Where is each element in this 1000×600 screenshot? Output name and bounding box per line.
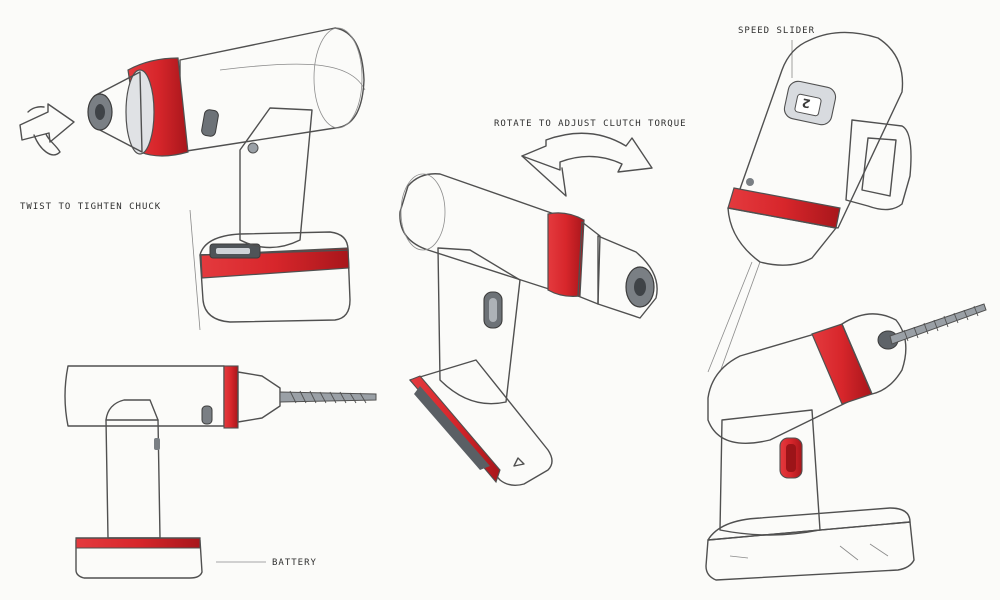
rotate-arrow-icon bbox=[521, 132, 653, 197]
drill-top-right bbox=[707, 31, 912, 373]
battery-label: Battery bbox=[272, 558, 317, 568]
drill-center bbox=[399, 132, 658, 487]
speed-slider-label: Speed slider bbox=[738, 26, 816, 36]
clutch-torque-label: Rotate to adjust clutch torque bbox=[494, 119, 687, 129]
twist-chuck-label: Twist to tighten chuck bbox=[20, 202, 162, 212]
drill-bottom-left bbox=[64, 365, 377, 579]
twist-arrow-icon bbox=[19, 103, 75, 156]
drill-top-left bbox=[19, 27, 366, 331]
drill-bottom-right bbox=[705, 303, 987, 581]
